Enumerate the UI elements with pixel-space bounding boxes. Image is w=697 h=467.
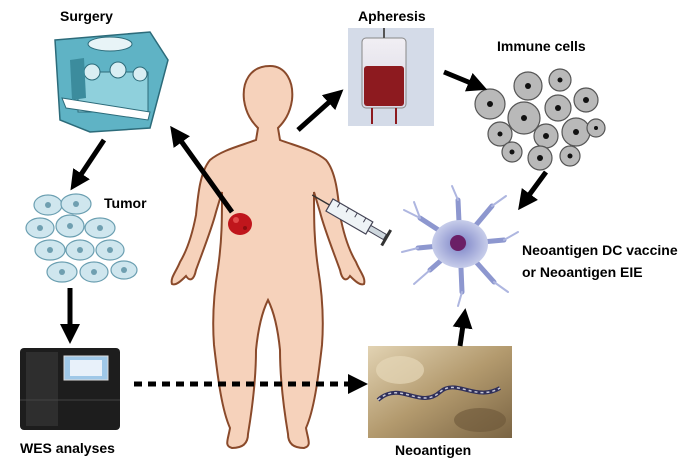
flow-arrows xyxy=(60,69,549,394)
label-apheresis: Apheresis xyxy=(358,8,426,24)
dendritic-cell-icon xyxy=(401,185,519,307)
surgery-illustration xyxy=(54,31,169,133)
label-immune-cells: Immune cells xyxy=(497,38,586,54)
immune-cell-cluster xyxy=(474,68,606,171)
arrow-neoantigen-to-dc xyxy=(452,308,473,347)
label-dc-vaccine-line2: or Neoantigen EIE xyxy=(522,264,643,280)
arrow-apheresis-to-immune xyxy=(443,69,488,92)
neoantigen-structure xyxy=(368,346,512,438)
label-neoantigen: Neoantigen xyxy=(395,442,472,458)
label-tumor: Tumor xyxy=(104,195,147,211)
arrow-immune-to-dc xyxy=(518,170,549,211)
syringe-icon xyxy=(311,194,393,247)
tumor-spot xyxy=(228,213,252,235)
arrow-body-to-surgery xyxy=(170,125,235,214)
tumor-cell-cluster xyxy=(25,193,138,283)
human-body xyxy=(170,64,366,450)
arrow-body-to-apheresis xyxy=(296,89,344,132)
blood-bag-icon xyxy=(348,28,434,126)
sequencer-icon xyxy=(20,348,120,430)
label-surgery: Surgery xyxy=(60,8,113,24)
label-dc-vaccine-line1: Neoantigen DC vaccine xyxy=(522,242,678,258)
label-wes-analyses: WES analyses xyxy=(20,440,115,456)
arrow-surgery-to-tumor xyxy=(70,138,107,191)
